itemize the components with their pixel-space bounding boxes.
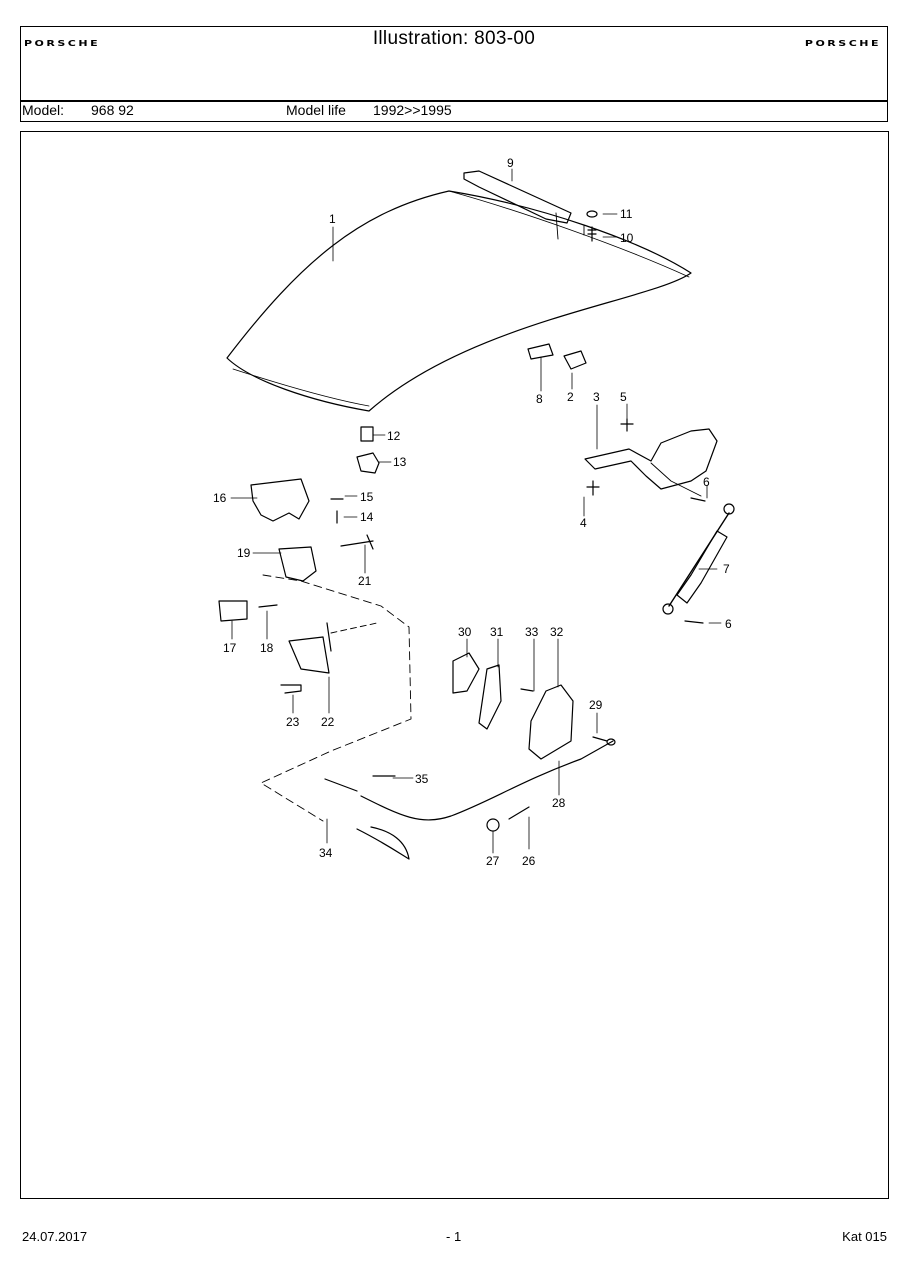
callout-19: 19 (237, 546, 251, 560)
callout-6b: 6 (725, 617, 732, 631)
callout-7: 7 (723, 562, 730, 576)
callout-10: 10 (620, 231, 634, 245)
callout-18: 18 (260, 641, 274, 655)
illustration-title: Illustration: 803-00 (372, 28, 536, 49)
porsche-logo-right: PORSCHE (804, 38, 881, 49)
callout-11: 11 (620, 207, 633, 221)
callout-29: 29 (589, 698, 603, 712)
callout-33: 33 (525, 625, 539, 639)
lock-19 (278, 546, 317, 582)
model-value: 968 92 (91, 102, 134, 118)
callout-17: 17 (223, 641, 237, 655)
exploded-parts-diagram: 1 2 3 4 5 6 6 7 8 9 10 11 12 13 14 15 16… (213, 156, 735, 868)
gas-strut (668, 512, 730, 607)
callout-35: 35 (415, 772, 429, 786)
lock-mechanism-32 (528, 684, 574, 760)
callout-2: 2 (567, 390, 574, 404)
callout-16: 16 (213, 491, 227, 505)
footer-page: - 1 (446, 1229, 462, 1244)
callout-22: 22 (321, 715, 335, 729)
callout-31: 31 (490, 625, 504, 639)
callout-32: 32 (550, 625, 564, 639)
callout-23: 23 (286, 715, 300, 729)
callout-3: 3 (593, 390, 600, 404)
header-box: PORSCHE Illustration: 803-00 PORSCHE Mod… (20, 26, 888, 122)
release-cable (360, 740, 614, 821)
callout-9: 9 (507, 156, 514, 170)
lock-bracket-16 (250, 478, 310, 522)
callout-13: 13 (393, 455, 407, 469)
illustration-frame: 1 2 3 4 5 6 6 7 8 9 10 11 12 13 14 15 16… (20, 131, 889, 1199)
callout-21: 21 (358, 574, 372, 588)
model-label: Model: (22, 102, 65, 118)
callout-30: 30 (458, 625, 472, 639)
callout-14: 14 (360, 510, 374, 524)
callout-26: 26 (522, 854, 536, 868)
callout-12: 12 (387, 429, 401, 443)
model-life-label: Model life (286, 102, 346, 118)
callout-34: 34 (319, 846, 333, 860)
model-life-value: 1992>>1995 (373, 102, 452, 118)
hinge-bracket (584, 428, 718, 490)
callout-1: 1 (329, 212, 336, 226)
callout-8: 8 (536, 392, 543, 406)
callout-15: 15 (360, 490, 374, 504)
callout-27: 27 (486, 854, 500, 868)
header-rule (21, 100, 887, 102)
hood-panel (226, 190, 692, 412)
callout-28: 28 (552, 796, 566, 810)
footer-catalog: Kat 015 (842, 1229, 887, 1244)
footer-date: 24.07.2017 (22, 1229, 88, 1244)
callout-6a: 6 (703, 475, 710, 489)
porsche-logo-left: PORSCHE (24, 38, 101, 49)
callout-4: 4 (580, 516, 587, 530)
callout-5: 5 (620, 390, 627, 404)
